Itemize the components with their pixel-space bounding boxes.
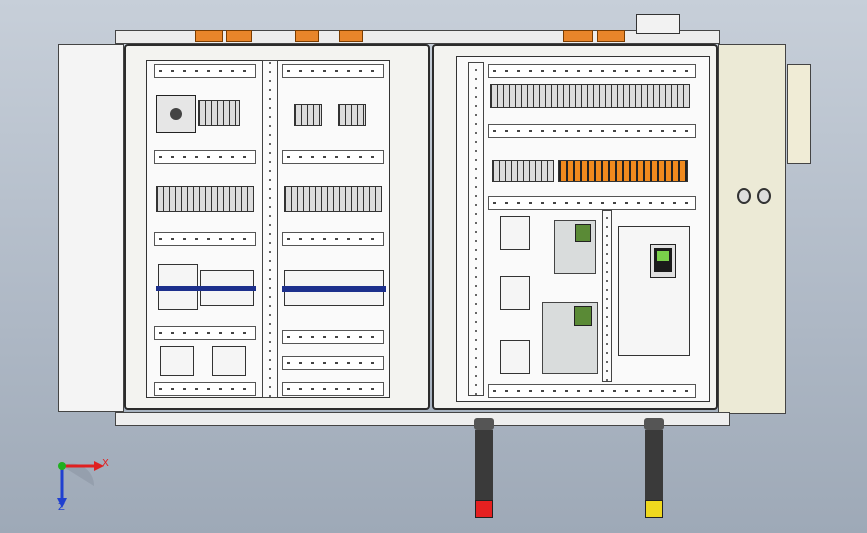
rail-r5 <box>282 356 384 370</box>
rail-r2 <box>282 150 384 164</box>
rail-l3 <box>154 232 256 246</box>
tower-yellow-body <box>645 430 663 500</box>
terminal-group-c <box>338 104 366 126</box>
contactor-2 <box>500 276 530 310</box>
relay-2 <box>212 346 246 376</box>
top-connector-box <box>636 14 680 34</box>
rail-r6 <box>282 382 384 396</box>
base-plinth <box>115 412 730 426</box>
breaker-row-left <box>156 186 254 212</box>
rail-rp4 <box>488 384 696 398</box>
cable-gland-2 <box>226 30 252 42</box>
right-vertical-duct <box>468 62 484 396</box>
cable-gland-5 <box>563 30 593 42</box>
rail-l5 <box>154 382 256 396</box>
rail-r1 <box>282 64 384 78</box>
cable-gland-6 <box>597 30 625 42</box>
busbar-left <box>156 286 256 291</box>
axis-x-label: X <box>102 458 109 469</box>
contactor-3 <box>500 340 530 374</box>
right-inner-duct <box>602 210 612 382</box>
orange-terminal-strip <box>558 160 688 182</box>
vfd-drive-1-keypad <box>575 224 591 242</box>
rail-l2 <box>154 150 256 164</box>
rail-r4 <box>282 330 384 344</box>
contactor-1 <box>500 216 530 250</box>
terminal-group-b <box>294 104 322 126</box>
signal-tower-red-icon <box>472 418 496 522</box>
terminal-strip-mid <box>492 160 554 182</box>
relay-1 <box>160 346 194 376</box>
cable-gland-1 <box>195 30 223 42</box>
terminal-group-a <box>198 100 240 126</box>
cable-gland-4 <box>339 30 363 42</box>
rail-l4 <box>154 326 256 340</box>
rail-rp1 <box>488 64 696 78</box>
rail-rp3 <box>488 196 696 210</box>
rail-r3 <box>282 232 384 246</box>
tower-red-lamp <box>475 500 493 518</box>
axis-z-label: Z <box>58 502 65 513</box>
vfd-keypad-icon <box>654 248 672 272</box>
rail-l1 <box>154 64 256 78</box>
left-side-wall <box>58 44 124 412</box>
side-gland-2 <box>757 188 771 204</box>
side-gland-1 <box>737 188 751 204</box>
rail-rp2 <box>488 124 696 138</box>
tower-red-cap <box>474 418 494 430</box>
isolator-knob <box>170 108 182 120</box>
cable-gland-3 <box>295 30 319 42</box>
signal-tower-yellow-icon <box>642 418 666 522</box>
triad-axis-icon <box>57 461 104 508</box>
terminal-strip-top <box>490 84 690 108</box>
vfd-drive-2-keypad <box>574 306 592 326</box>
left-vertical-duct <box>262 60 278 398</box>
breaker-row-right <box>284 186 382 212</box>
tower-yellow-cap <box>644 418 664 430</box>
side-junction-box <box>787 64 811 164</box>
right-side-wall <box>718 44 786 414</box>
tower-red-body <box>475 430 493 500</box>
busbar-right <box>282 286 386 292</box>
tower-yellow-lamp <box>645 500 663 518</box>
